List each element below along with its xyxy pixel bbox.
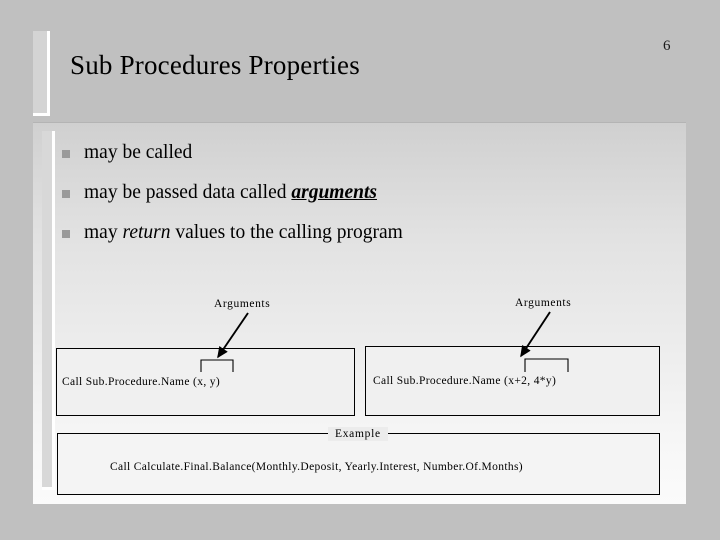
code-box-expression-args: [365, 346, 660, 416]
example-group-box: [57, 433, 660, 495]
emphasis-return: return: [122, 222, 171, 243]
list-item: may be passed data called arguments: [62, 173, 662, 213]
bullet-text: may be called: [84, 142, 193, 163]
emphasis-arguments: arguments: [291, 182, 377, 203]
callout-label-arguments-1: Arguments: [214, 298, 271, 310]
square-bullet-icon: [62, 150, 70, 158]
example-legend-label: Example: [328, 427, 388, 441]
page-title: Sub Procedures Properties: [70, 50, 360, 80]
bullet-list: may be called may be passed data called …: [62, 133, 662, 253]
square-bullet-icon: [62, 230, 70, 238]
callout-label-arguments-2: Arguments: [515, 297, 572, 309]
code-box-simple-args: [56, 348, 355, 416]
list-item: may return values to the calling program: [62, 213, 662, 253]
code-text-simple-args: Call Sub.Procedure.Name (x, y): [62, 376, 221, 388]
list-item: may be called: [62, 133, 662, 173]
example-code-text: Call Calculate.Final.Balance(Monthly.Dep…: [110, 461, 523, 473]
page-number: 6: [663, 38, 671, 54]
bullet-text: may be passed data called arguments: [84, 182, 377, 203]
code-text-expression-args: Call Sub.Procedure.Name (x+2, 4*y): [373, 375, 557, 387]
content-decoration-bar: [42, 131, 55, 490]
square-bullet-icon: [62, 190, 70, 198]
bullet-text: may return values to the calling program: [84, 222, 403, 243]
title-decoration-bar: [33, 31, 50, 116]
